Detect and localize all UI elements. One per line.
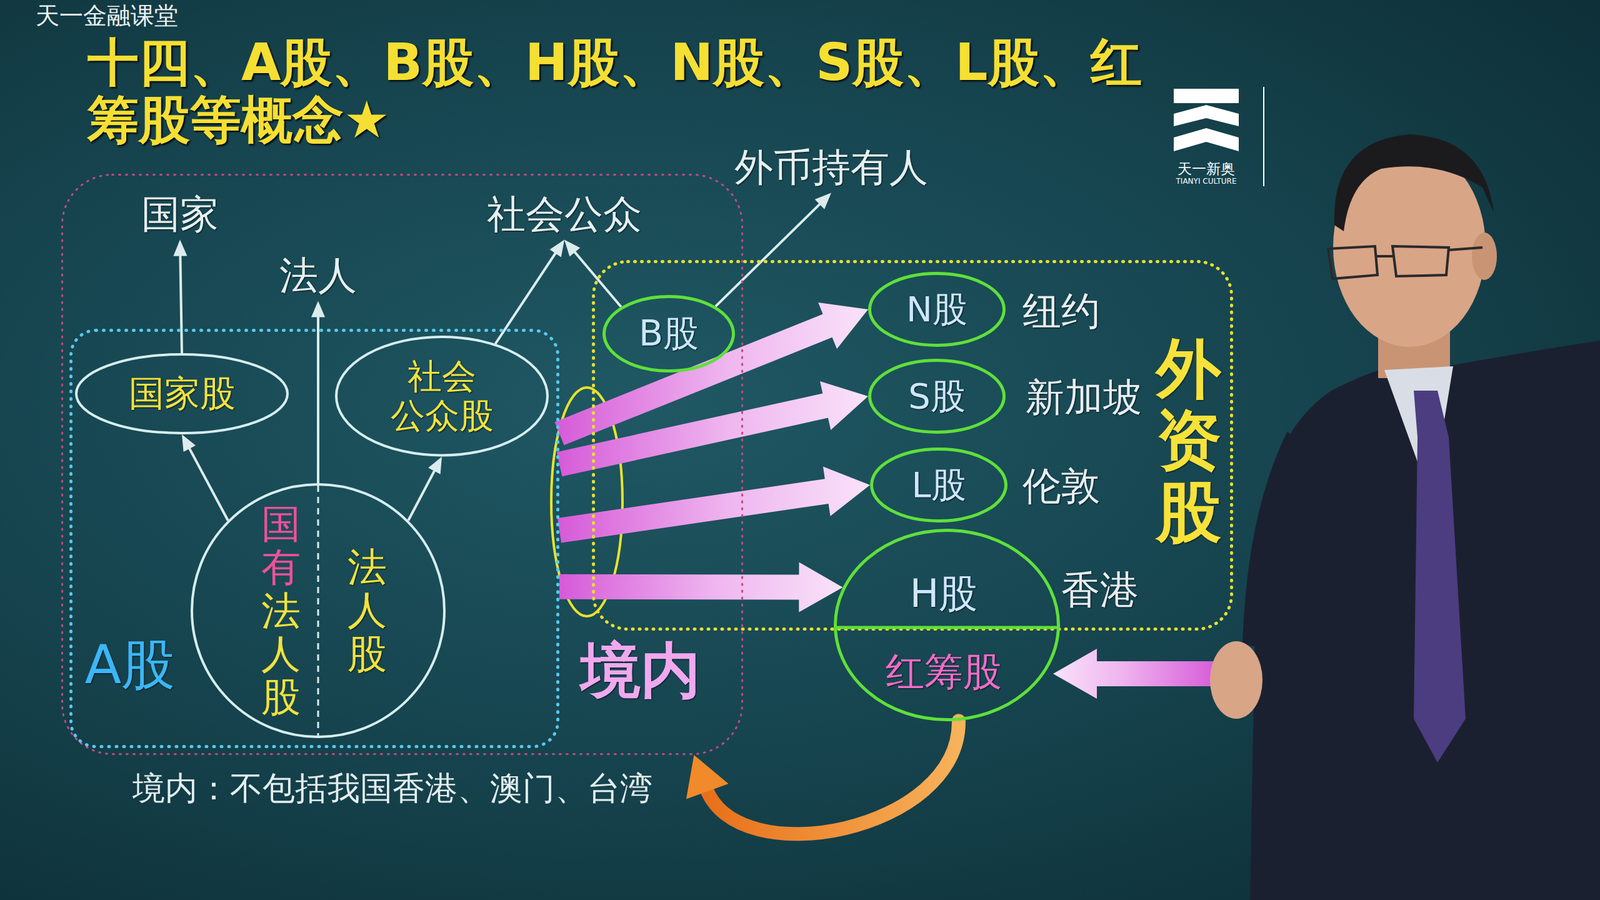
connector-part (428, 456, 442, 475)
footnote: 境内：不包括我国香港、澳门、台湾 (132, 770, 653, 808)
connector-arrow (311, 301, 325, 484)
logo-mark (1173, 88, 1239, 152)
block-arrow (556, 381, 869, 477)
logo-divider (1263, 86, 1265, 187)
presenter-arm (1242, 431, 1325, 654)
holder-label: 法人 (274, 250, 362, 301)
connector-part (564, 240, 580, 257)
ellipse-border (870, 273, 1005, 346)
ellipse-border (835, 530, 1059, 720)
holder-label: 国家 (136, 188, 224, 240)
node-outline (190, 483, 446, 739)
connector-arrow (495, 240, 565, 345)
ellipse-border (604, 296, 734, 372)
connector-part (180, 255, 182, 354)
ellipse-border (871, 449, 1007, 522)
node-sublabel: 伦敦 (1022, 463, 1100, 509)
connector-part (316, 316, 320, 484)
connector-part (181, 434, 196, 452)
curved-arrow (686, 720, 959, 834)
connector-part (815, 193, 832, 210)
ellipse-border (336, 336, 548, 455)
ellipse-border (191, 484, 445, 737)
connector-part (573, 251, 621, 307)
share-ellipse: S股新加坡 (868, 358, 1006, 434)
node-label: A股 (85, 633, 176, 696)
node-label: 社会 公众股 (383, 356, 501, 437)
connector-part (559, 562, 844, 613)
logo-subtext: TIANYI CULTURE (1176, 177, 1237, 187)
share-circle: 国有法人股 法人股 (190, 483, 446, 739)
node-label: 外资股 (1156, 333, 1222, 548)
holder-label: 社会公众 (481, 188, 647, 240)
connector-part (556, 381, 869, 477)
share-ellipse: L股伦敦 (870, 447, 1008, 523)
dotted-border (593, 261, 1232, 630)
share-ellipse: 社会 公众股 (335, 335, 549, 457)
connector-part (686, 755, 729, 800)
ellipse-border (76, 354, 288, 434)
logo-text: 天一新奥 (1177, 160, 1235, 177)
node-label: 国有法人股 (261, 502, 301, 719)
presenter-hand (1210, 641, 1263, 719)
presenter-hair (1334, 134, 1494, 232)
dotted-border (71, 330, 559, 747)
node-label: B股 (638, 313, 699, 355)
node-label: 外币持有人 (734, 145, 929, 190)
presenter-suit (1250, 340, 1600, 900)
connector-part (557, 466, 870, 544)
group-box: A股 国家股 社会 公众股国有法人股 法人股 (69, 328, 560, 749)
node-label: N股 (906, 289, 968, 330)
divider-line (317, 485, 320, 736)
node-sublabel: 法人股 (347, 545, 387, 676)
connector-part (550, 240, 565, 258)
presenter-tie (1413, 390, 1466, 763)
ellipse-border (870, 360, 1005, 433)
node-label: 境内 (580, 636, 701, 705)
connector-part (188, 447, 228, 521)
node-label: 国家股 (128, 373, 236, 415)
share-ellipse: N股纽约 (868, 271, 1006, 347)
incoming-arrow (1053, 648, 1219, 699)
presenter-ear (1471, 232, 1497, 280)
watermark: 天一金融课堂 (35, 2, 179, 30)
block-arrow (559, 562, 844, 613)
node-sublabel: 新加坡 (1025, 375, 1142, 420)
node-label: H股 (910, 571, 979, 616)
holder-label: 外币持有人 (729, 141, 934, 193)
node-label: S股 (908, 376, 966, 417)
split-circle: H股香港红筹股 (833, 528, 1060, 722)
connector-part (173, 240, 187, 257)
node-sublabel: 纽约 (1022, 288, 1100, 334)
node-sublabel: 红筹股 (885, 649, 1002, 694)
connector-part (706, 720, 959, 834)
connector-arrow (181, 434, 229, 521)
node-label: 法人 (279, 253, 357, 298)
connector-arrow (173, 240, 187, 354)
share-ellipse: 国家股 (75, 353, 289, 435)
connector-arrow (715, 193, 832, 307)
node-label: 社会公众 (486, 191, 642, 237)
connector-part (715, 203, 821, 307)
node-label: 国家 (141, 191, 219, 237)
connector-part (311, 301, 325, 318)
share-ellipse: B股 (602, 295, 735, 373)
connector-part (495, 252, 557, 345)
node-label: L股 (911, 465, 966, 505)
connector-part (408, 470, 435, 521)
presenter-glasses (1328, 246, 1483, 279)
split-line (835, 626, 1059, 630)
block-arrow (557, 466, 870, 544)
connector-arrow (408, 456, 442, 521)
slide-title: 十四、A股、B股、H股、N股、S股、L股、红筹股等概念★ (87, 33, 1163, 149)
node-sublabel: 香港 (1061, 567, 1139, 612)
